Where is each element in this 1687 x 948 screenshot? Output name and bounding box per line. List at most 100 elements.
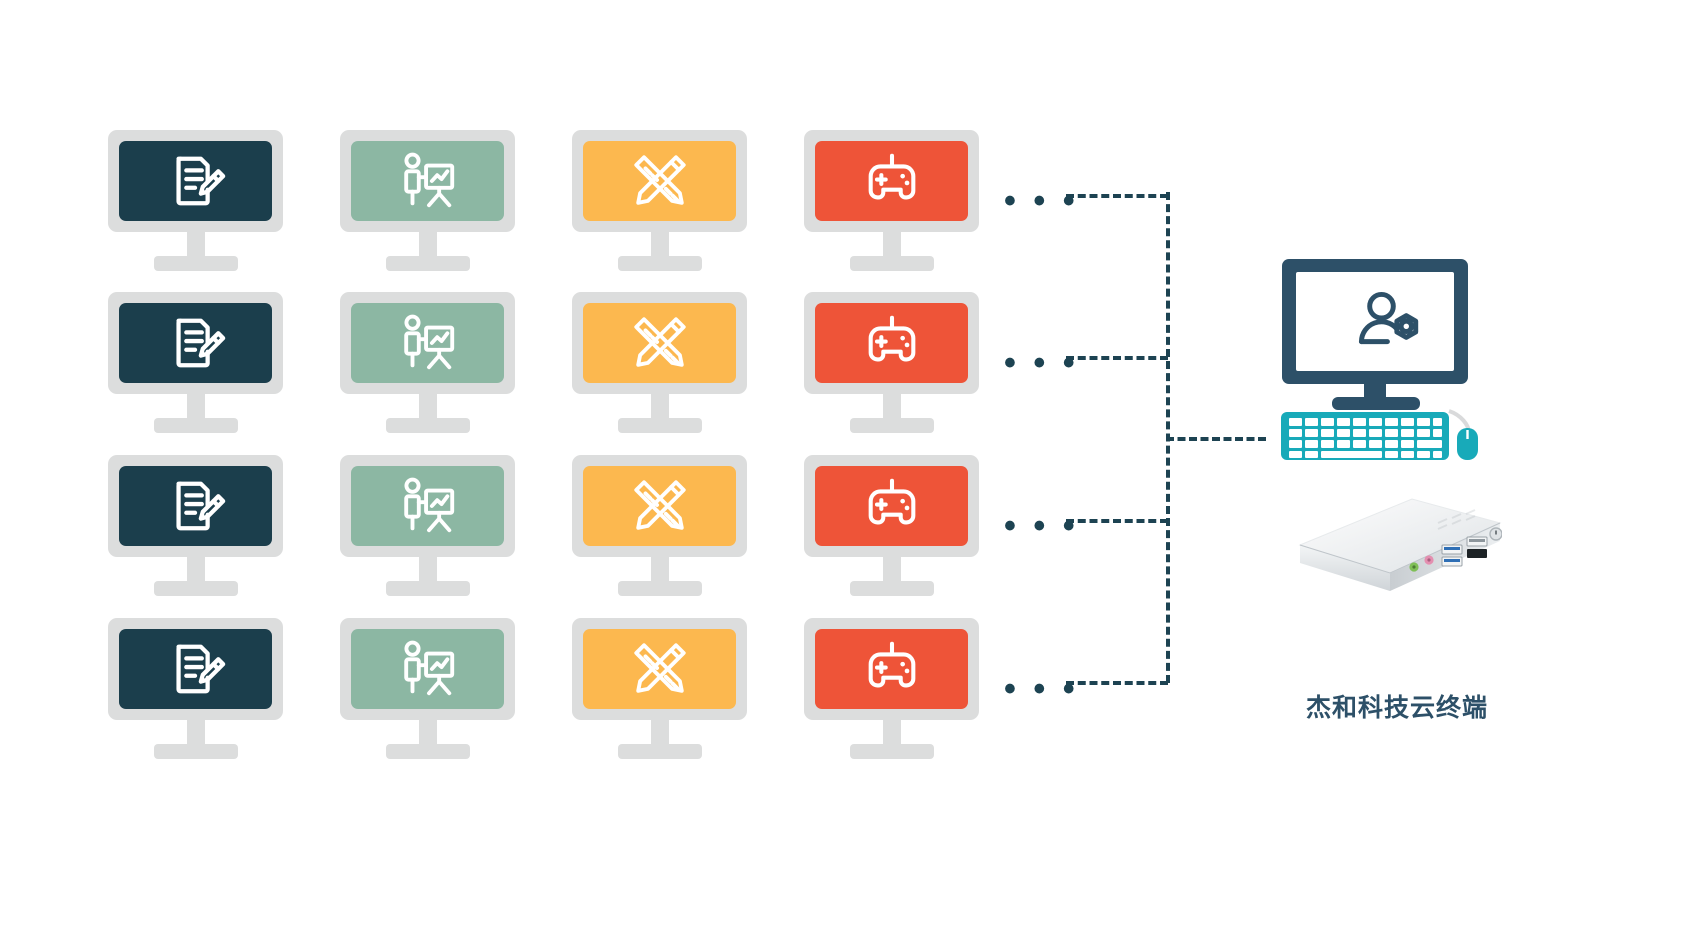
monitor-neck [882,720,901,748]
monitor-base [385,581,470,596]
monitor-neck [650,394,669,422]
monitor-screen [119,466,272,546]
monitor-neck [186,232,205,260]
monitor-bezel [804,130,979,232]
mini-pc-device[interactable] [1262,487,1503,622]
client-monitor-design[interactable] [572,292,747,452]
monitor-neck [186,557,205,585]
monitor-neck [418,232,437,260]
row-ellipsis-3: • • • [1004,507,1079,545]
monitor-base [849,256,934,271]
monitor-bezel [108,292,283,394]
monitor-bezel [340,455,515,557]
client-monitor-presentation[interactable] [340,292,515,452]
monitor-base [849,581,934,596]
client-monitor-grid [108,130,998,770]
client-monitor-document-edit[interactable] [108,130,283,290]
monitor-base [385,256,470,271]
monitor-neck [418,557,437,585]
server-keyboard[interactable] [1281,408,1481,460]
row-ellipsis-1: • • • [1004,182,1079,220]
document-edit-icon [165,150,227,212]
client-monitor-presentation[interactable] [340,130,515,290]
client-monitor-design[interactable] [572,130,747,290]
client-monitor-document-edit[interactable] [108,455,283,615]
monitor-base [153,418,238,433]
monitor-base [153,744,238,759]
monitor-base [617,581,702,596]
connector-row-1 [1066,194,1168,198]
connector-row-2 [1066,356,1168,360]
monitor-screen [815,141,968,221]
server-monitor[interactable] [1276,255,1486,465]
client-monitor-gaming[interactable] [804,455,979,615]
client-monitor-gaming[interactable] [804,292,979,452]
connector-row-3 [1066,519,1168,523]
monitor-bezel [340,130,515,232]
monitor-neck [186,720,205,748]
monitor-neck [418,720,437,748]
keyboard-graphic [1281,409,1478,460]
monitor-screen [815,303,968,383]
pencil-ruler-icon [629,150,691,212]
monitor-screen [815,466,968,546]
presentation-chart-icon [397,150,459,212]
monitor-screen [815,629,968,709]
monitor-bezel [108,130,283,232]
document-edit-icon [165,638,227,700]
client-monitor-presentation[interactable] [340,618,515,778]
monitor-bezel [804,455,979,557]
monitor-base [849,744,934,759]
monitor-bezel [804,292,979,394]
document-edit-icon [165,475,227,537]
monitor-screen [119,141,272,221]
pencil-ruler-icon [629,638,691,700]
monitor-bezel [108,618,283,720]
monitor-base [153,256,238,271]
monitor-bezel [804,618,979,720]
monitor-neck [186,394,205,422]
monitor-bezel [340,292,515,394]
monitor-screen [583,303,736,383]
client-monitor-document-edit[interactable] [108,618,283,778]
monitor-screen [119,629,272,709]
monitor-bezel [572,130,747,232]
row-ellipsis-2: • • • [1004,344,1079,382]
presentation-chart-icon [397,312,459,374]
client-monitor-presentation[interactable] [340,455,515,615]
row-ellipsis-4: • • • [1004,670,1079,708]
server-caption: 杰和科技云终端 [1305,694,1488,722]
presentation-chart-icon [397,638,459,700]
monitor-base [617,418,702,433]
monitor-base [617,256,702,271]
monitor-bezel [572,292,747,394]
mini-pc-graphic [1298,498,1503,591]
connector-row-4 [1066,681,1168,685]
gamepad-icon [861,475,923,537]
monitor-bezel [572,455,747,557]
presentation-chart-icon [397,475,459,537]
monitor-screen [351,303,504,383]
monitor-base [385,418,470,433]
client-monitor-gaming[interactable] [804,618,979,778]
mouse-graphic [1457,428,1478,460]
monitor-neck [882,557,901,585]
monitor-neck [882,232,901,260]
monitor-neck [650,557,669,585]
client-monitor-gaming[interactable] [804,130,979,290]
monitor-neck [650,232,669,260]
client-monitor-design[interactable] [572,455,747,615]
client-monitor-design[interactable] [572,618,747,778]
pencil-ruler-icon [629,312,691,374]
monitor-screen [351,466,504,546]
monitor-screen [583,466,736,546]
monitor-screen [351,141,504,221]
monitor-base [617,744,702,759]
gamepad-icon [861,638,923,700]
monitor-bezel [340,618,515,720]
monitor-screen [351,629,504,709]
gamepad-icon [861,312,923,374]
client-monitor-document-edit[interactable] [108,292,283,452]
monitor-base [849,418,934,433]
